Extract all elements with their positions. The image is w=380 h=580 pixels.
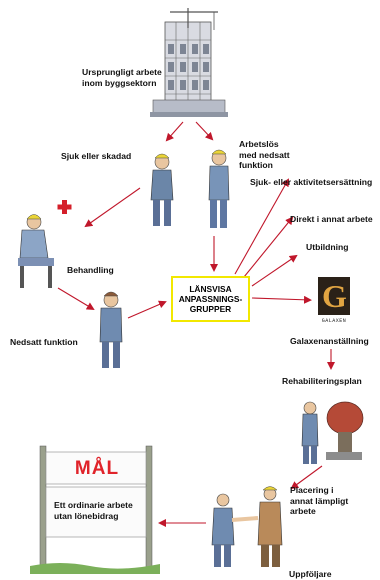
label-education: Utbildning xyxy=(306,242,349,252)
arrow-rehab-to-placement xyxy=(290,465,323,490)
label-sick-or-injured: Sjuk eller skadad xyxy=(61,151,132,161)
label-ordinary-work: Ett ordinarie arbete utan lönebidrag xyxy=(54,500,133,521)
label-unemployed: Arbetslös med nedsatt funktion xyxy=(239,139,290,170)
label-galaxen-employment: Galaxenanställning xyxy=(290,336,369,346)
arrow-box-to-direct-work xyxy=(243,216,294,278)
galaxen-logo-letter: G xyxy=(322,278,347,314)
label-follow-up: Uppföljare xyxy=(289,569,332,579)
sick-worker-illustration xyxy=(150,153,174,226)
unemployed-worker-illustration xyxy=(208,149,230,228)
label-sickness-compensation: Sjuk- eller aktivitetsersättning xyxy=(250,177,373,187)
label-reduced-function: Nedsatt funktion xyxy=(10,337,78,347)
arrow-box-to-sickness-comp xyxy=(234,178,289,275)
construction-building-illustration xyxy=(150,8,228,117)
label-placement: Placering i annat lämpligt arbete xyxy=(290,485,349,516)
arrow-sick-to-treatment xyxy=(84,187,141,228)
arrow-building-to-unemployed xyxy=(195,121,214,141)
arrow-treatment-to-reduced xyxy=(57,287,95,311)
galaxen-logo-caption: GALAXEN xyxy=(321,318,347,324)
central-box-text: LÄNSVISA ANPASSNINGS- GRUPPER xyxy=(178,284,243,314)
label-rehab-plan: Rehabiliteringsplan xyxy=(282,376,362,386)
label-original-work: Ursprungligt arbete inom byggsektorn xyxy=(82,67,162,88)
handshake-illustration xyxy=(211,486,283,567)
arrow-reduced-to-box xyxy=(127,300,167,319)
arrow-box-to-education xyxy=(251,254,298,287)
arrow-building-to-sick xyxy=(165,121,184,142)
label-direct-other-work: Direkt i annat arbete xyxy=(290,214,373,224)
label-treatment: Behandling xyxy=(67,265,114,275)
galaxen-logo: G xyxy=(318,277,350,315)
goal-sign-illustration xyxy=(30,445,160,574)
reduced-function-person-illustration xyxy=(99,291,123,368)
flow-arrows xyxy=(57,121,335,527)
arrow-box-to-galaxen xyxy=(251,295,312,304)
goal-sign-text: MÅL xyxy=(74,458,120,479)
red-cross-icon xyxy=(57,200,72,214)
rehab-workshop-illustration xyxy=(301,401,364,464)
treatment-person-illustration xyxy=(18,214,54,288)
central-adjustment-groups-box: LÄNSVISA ANPASSNINGS- GRUPPER xyxy=(171,276,250,322)
